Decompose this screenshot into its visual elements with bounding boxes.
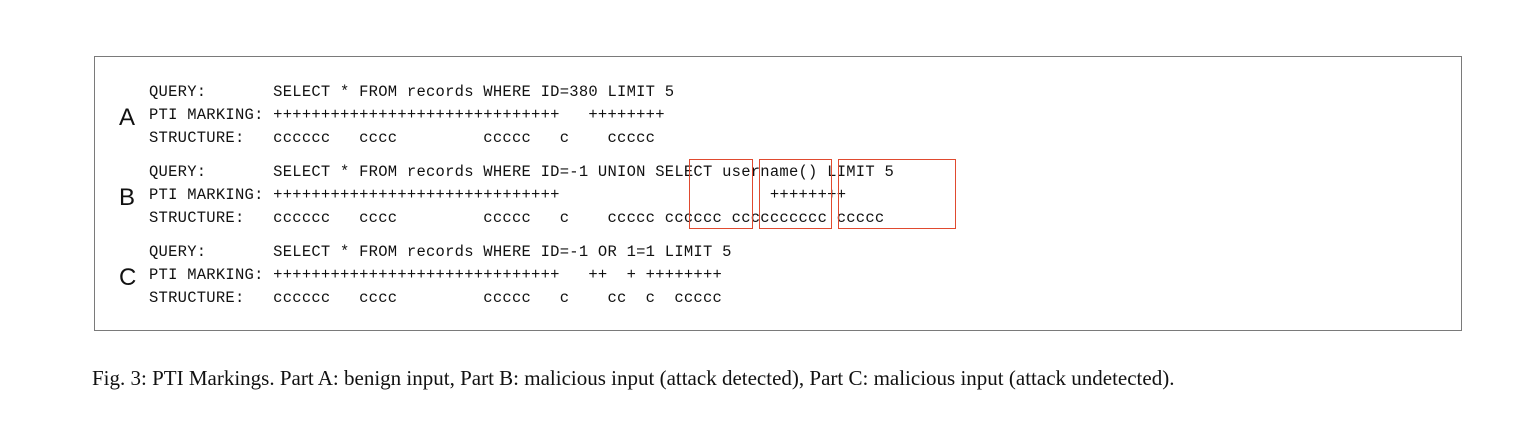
structure-row: STRUCTURE: cccccc cccc ccccc c ccccc bbox=[149, 129, 656, 147]
pti-marking-row: PTI MARKING: +++++++++++++++++++++++++++… bbox=[149, 186, 847, 204]
structure-row: STRUCTURE: cccccc cccc ccccc c cc c cccc… bbox=[149, 289, 723, 307]
highlight-union bbox=[689, 159, 753, 229]
figure-box: A QUERY: SELECT * FROM records WHERE ID=… bbox=[94, 56, 1462, 331]
query-row: QUERY: SELECT * FROM records WHERE ID=-1… bbox=[149, 163, 895, 181]
part-label: B bbox=[119, 184, 136, 211]
pti-marking-row: PTI MARKING: +++++++++++++++++++++++++++… bbox=[149, 266, 723, 284]
structure-row: STRUCTURE: cccccc cccc ccccc c ccccc ccc… bbox=[149, 209, 885, 227]
part-label: C bbox=[119, 264, 137, 291]
highlight-username bbox=[838, 159, 956, 229]
figure-caption: Fig. 3: PTI Markings. Part A: benign inp… bbox=[92, 366, 1175, 390]
highlight-select bbox=[759, 159, 832, 229]
query-row: QUERY: SELECT * FROM records WHERE ID=-1… bbox=[149, 243, 732, 261]
pti-marking-row: PTI MARKING: +++++++++++++++++++++++++++… bbox=[149, 106, 665, 124]
part-label: A bbox=[119, 104, 136, 131]
query-row: QUERY: SELECT * FROM records WHERE ID=38… bbox=[149, 83, 675, 101]
